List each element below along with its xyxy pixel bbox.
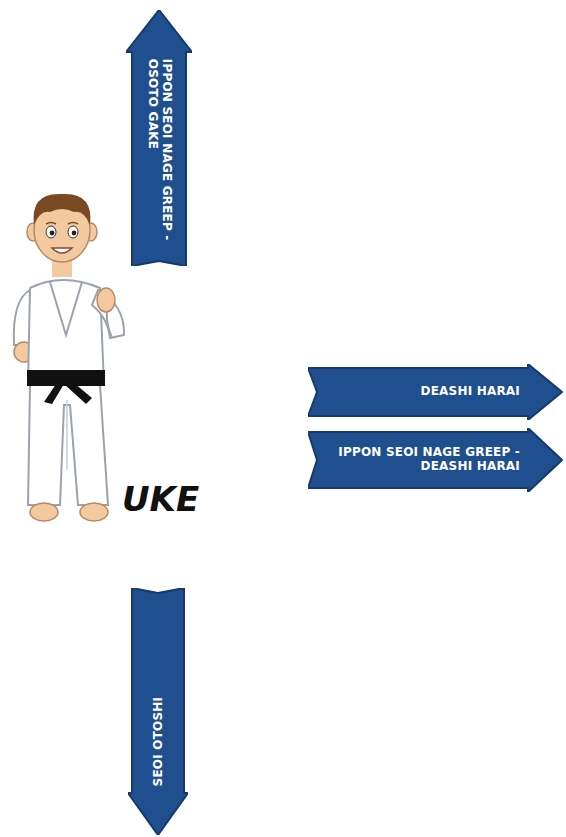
- arrow-band: IPPON SEOI NAGE GREEP - DEASHI HARAI: [308, 428, 564, 492]
- arrow-band: SEOI OTOSHI: [128, 588, 188, 835]
- arrow-band: IPPON SEOI NAGE GREEP - OSOTO GAKE: [126, 10, 192, 266]
- technique-name: IPPON SEOI NAGE GREEP - DEASHI HARAI: [326, 446, 520, 474]
- technique-name: IPPON SEOI NAGE GREEP - OSOTO GAKE: [145, 59, 173, 259]
- arrow-band: DEASHI HARAI: [308, 364, 564, 420]
- technique-name: SEOI OTOSHI: [151, 595, 165, 786]
- role-label: UKE: [122, 482, 199, 516]
- technique-name: DEASHI HARAI: [326, 385, 520, 399]
